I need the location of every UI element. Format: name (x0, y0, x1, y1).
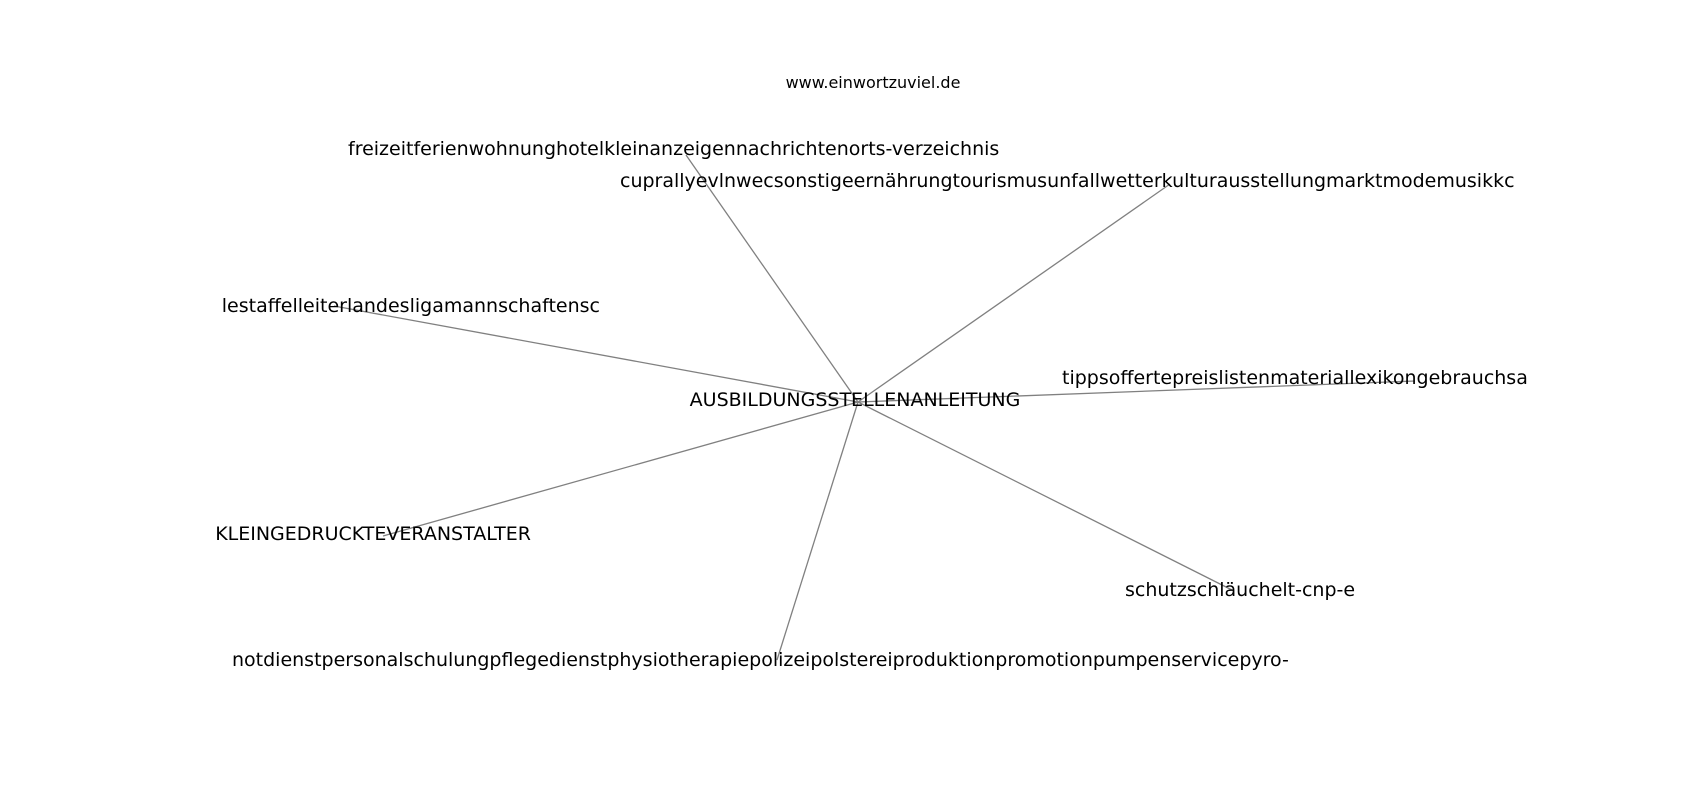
edges (333, 154, 1416, 661)
node-label-notdienst: notdienstpersonalschulungpflegedienstphy… (232, 649, 1289, 671)
edge-n1 (685, 154, 859, 403)
edge-n5 (382, 401, 859, 537)
node-label-cuprallye: cuprallyevlnwecsonstigeernährungtourismu… (620, 170, 1515, 192)
edge-n4 (857, 380, 1416, 403)
center-node-label: AUSBILDUNGSSTELLENANLEITUNG (690, 389, 1021, 411)
edge-n3 (333, 305, 859, 403)
node-label-schutzschlauche: schutzschläuchelt-cnp-e (1125, 579, 1355, 601)
edge-n7 (776, 401, 859, 661)
node-label-staffelleiter: lestaffelleiterlandesligamannschaftensc (222, 295, 600, 317)
node-label-kleingedruckte: KLEINGEDRUCKTEVERANSTALTER (215, 523, 531, 545)
labels-layer: AUSBILDUNGSSTELLENANLEITUNG freizeitferi… (215, 138, 1528, 671)
edge-n2 (857, 183, 1171, 403)
site-title: www.einwortzuviel.de (786, 73, 961, 92)
node-label-tippsofferte: tippsoffertepreislistenmateriallexikonge… (1062, 367, 1528, 389)
node-label-freizeit: freizeitferienwohnunghotelkleinanzeigenn… (348, 138, 999, 160)
edge-n6 (857, 401, 1233, 591)
